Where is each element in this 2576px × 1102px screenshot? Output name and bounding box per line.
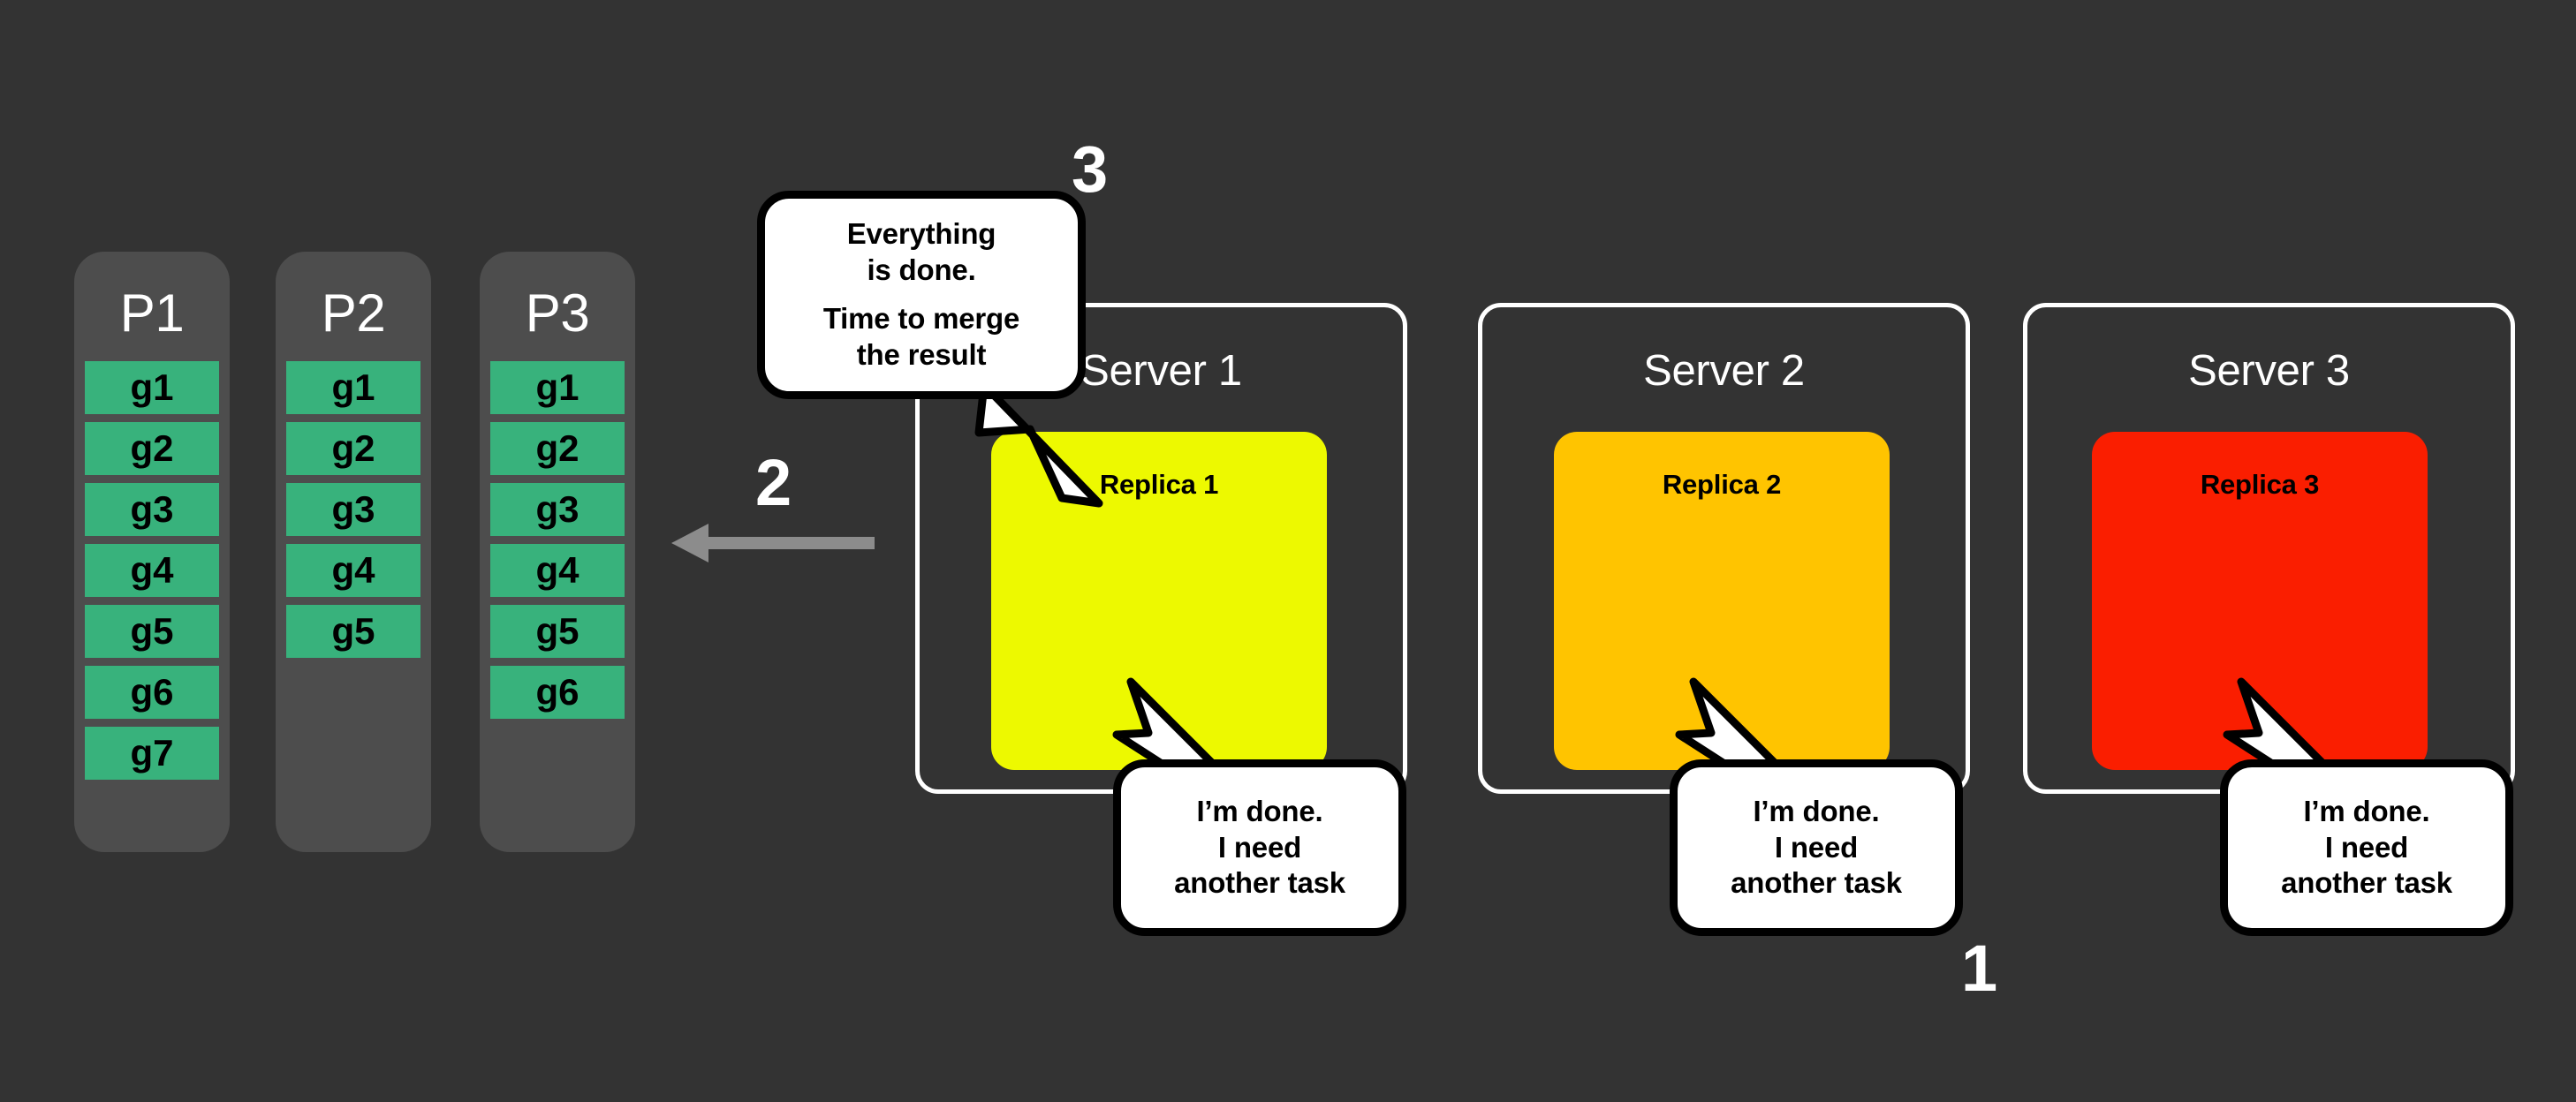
chunk: g5 (490, 605, 625, 658)
partition-title: P1 (119, 283, 185, 343)
chunk: g2 (490, 422, 625, 475)
server-1-speech-bubble: I’m done. I need another task (1113, 759, 1406, 936)
partition-p2: P2 g1 g2 g3 g4 g5 (276, 252, 431, 852)
chunk: g3 (286, 483, 420, 536)
bubble-line: I need (1217, 830, 1302, 864)
chunk: g4 (490, 544, 625, 597)
chunk: g6 (490, 666, 625, 719)
chunk: g5 (85, 605, 219, 658)
chunk: g1 (490, 361, 625, 414)
partition-p1: P1 g1 g2 g3 g4 g5 g6 g7 (74, 252, 230, 852)
arrow-left-icon (671, 524, 875, 562)
chunk: g1 (85, 361, 219, 414)
chunk-stack: g1 g2 g3 g4 g5 g6 (480, 361, 635, 719)
bubble-line: Everything (846, 217, 996, 251)
bubble-line: another task (2281, 866, 2452, 900)
partition-p3: P3 g1 g2 g3 g4 g5 g6 (480, 252, 635, 852)
partition-title: P2 (321, 283, 386, 343)
replica-3-label: Replica 3 (2200, 469, 2320, 500)
bubble-line: another task (1174, 866, 1345, 900)
server-3-speech-bubble: I’m done. I need another task (2220, 759, 2513, 936)
chunk-stack: g1 g2 g3 g4 g5 g6 g7 (74, 361, 230, 780)
server-2-speech-bubble: I’m done. I need another task (1670, 759, 1963, 936)
bubble-line: the result (856, 337, 987, 371)
bubble-line: is done. (867, 253, 976, 287)
bubble-line: another task (1731, 866, 1902, 900)
chunk: g4 (85, 544, 219, 597)
bubble-line: I need (2324, 830, 2409, 864)
server-2-title: Server 2 (1643, 347, 1805, 395)
bubble-line: I’m done. (1753, 794, 1880, 827)
chunk: g5 (286, 605, 420, 658)
step-number-2: 2 (755, 446, 792, 519)
merge-arrow (671, 517, 875, 570)
step-number-3: 3 (1072, 132, 1108, 206)
bubble-line: Time to merge (822, 302, 1020, 335)
bubble-line: I’m done. (2303, 794, 2430, 827)
chunk-stack: g1 g2 g3 g4 g5 (276, 361, 431, 658)
chunk: g4 (286, 544, 420, 597)
partition-title: P3 (525, 283, 590, 343)
server-1-title: Server 1 (1080, 347, 1242, 395)
chunk: g2 (85, 422, 219, 475)
merge-speech-bubble: Everything is done. Time to merge the re… (757, 191, 1086, 399)
chunk: g6 (85, 666, 219, 719)
chunk: g2 (286, 422, 420, 475)
chunk: g1 (286, 361, 420, 414)
chunk: g7 (85, 727, 219, 780)
bubble-line: I’m done. (1196, 794, 1323, 827)
bubble-tail-merge (974, 381, 1103, 508)
replica-2-label: Replica 2 (1662, 469, 1782, 500)
chunk: g3 (85, 483, 219, 536)
step-number-1: 1 (1961, 932, 1997, 1005)
chunk: g3 (490, 483, 625, 536)
bubble-line: I need (1774, 830, 1859, 864)
replica-1-label: Replica 1 (1099, 469, 1219, 500)
server-3-title: Server 3 (2188, 347, 2350, 395)
